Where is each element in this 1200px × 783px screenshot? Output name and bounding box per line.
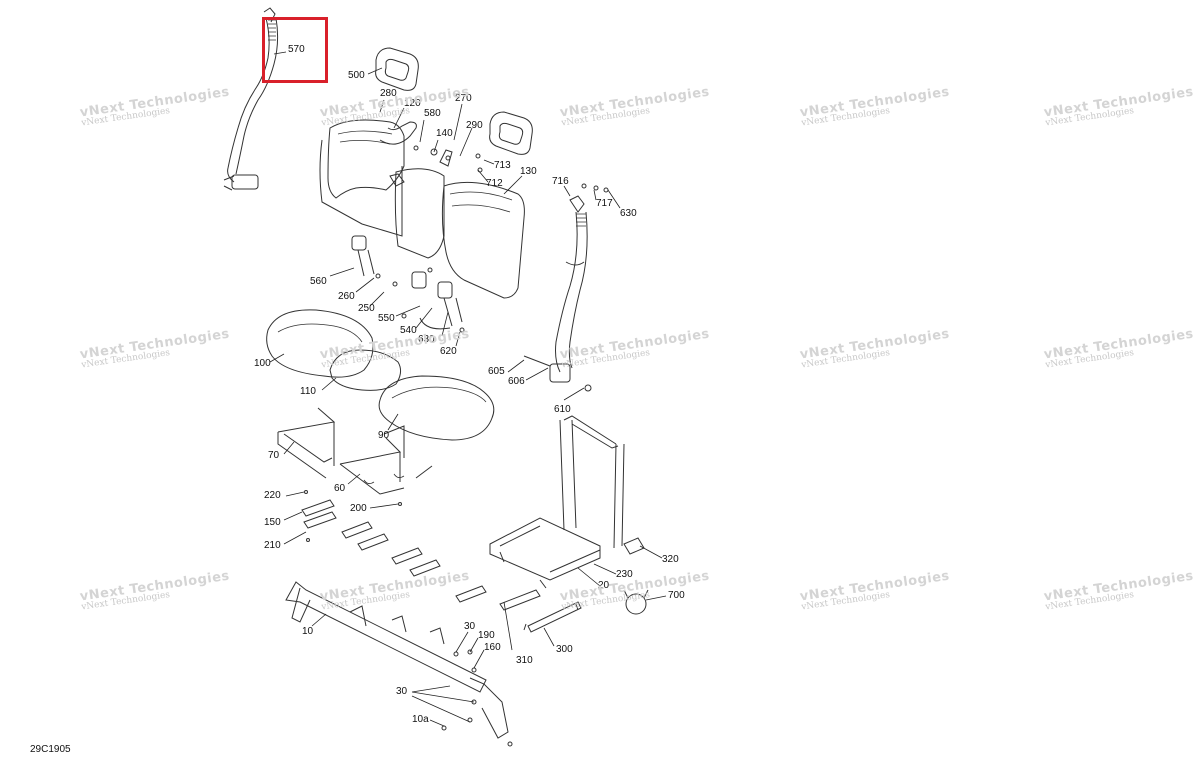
slide-rails [301, 490, 541, 611]
headrest-500 [375, 47, 419, 91]
part-label-p30b[interactable]: 30 [396, 686, 408, 697]
part-label-p580[interactable]: 580 [424, 108, 441, 119]
part-label-p700[interactable]: 700 [668, 590, 685, 601]
part-label-p610[interactable]: 610 [554, 404, 571, 415]
part-label-p310[interactable]: 310 [516, 655, 533, 666]
part-label-p606[interactable]: 606 [508, 376, 525, 387]
part-label-p550[interactable]: 550 [378, 313, 395, 324]
part-label-p140[interactable]: 140 [436, 128, 453, 139]
part-label-p160[interactable]: 160 [484, 642, 501, 653]
part-label-p10a[interactable]: 10a [412, 714, 429, 725]
part-label-p500[interactable]: 500 [348, 70, 365, 81]
part-label-p90[interactable]: 90 [378, 430, 390, 441]
part-label-p190[interactable]: 190 [478, 630, 495, 641]
seat-frames [277, 407, 433, 495]
part-label-p300[interactable]: 300 [556, 644, 573, 655]
part-label-p320[interactable]: 320 [662, 554, 679, 565]
headrest-713 [489, 111, 533, 155]
part-label-p270[interactable]: 270 [455, 93, 472, 104]
part-label-p570[interactable]: 570 [288, 44, 305, 55]
part-label-p712[interactable]: 712 [486, 178, 503, 189]
part-label-p200[interactable]: 200 [350, 503, 367, 514]
part-label-p30a[interactable]: 30 [464, 621, 476, 632]
part-label-p250[interactable]: 250 [358, 303, 375, 314]
buckles-hardware [351, 145, 483, 333]
part-label-p20[interactable]: 20 [598, 580, 610, 591]
part-label-p630a[interactable]: 630 [620, 208, 637, 219]
part-label-p110[interactable]: 110 [300, 386, 316, 397]
part-label-p605[interactable]: 605 [488, 366, 505, 377]
leader-lines [269, 51, 667, 727]
part-label-p620[interactable]: 620 [440, 346, 457, 357]
part-label-p260[interactable]: 260 [338, 291, 355, 302]
part-label-p540[interactable]: 540 [400, 325, 417, 336]
part-label-p70[interactable]: 70 [268, 450, 280, 461]
seat-belt-right [523, 183, 609, 392]
part-label-p220[interactable]: 220 [264, 490, 281, 501]
rear-frame [489, 415, 625, 589]
part-label-p150[interactable]: 150 [264, 517, 281, 528]
part-label-p717[interactable]: 717 [596, 198, 613, 209]
part-label-p210[interactable]: 210 [264, 540, 281, 551]
part-label-p713[interactable]: 713 [494, 160, 511, 171]
part-label-p280[interactable]: 280 [380, 88, 397, 99]
seat-backrest [319, 119, 525, 299]
seat-cushions [266, 309, 495, 441]
part-label-p230[interactable]: 230 [616, 569, 633, 580]
part-label-p716[interactable]: 716 [552, 176, 569, 187]
seat-belt-left [223, 7, 279, 191]
part-label-p60[interactable]: 60 [334, 483, 346, 494]
base-frame [285, 581, 513, 747]
reference-code: 29C1905 [30, 744, 71, 755]
part-label-p120[interactable]: 120 [404, 98, 421, 109]
part-label-p130[interactable]: 130 [520, 166, 537, 177]
part-label-p100[interactable]: 100 [254, 358, 271, 369]
part-label-p560[interactable]: 560 [310, 276, 327, 287]
highlight-box [262, 17, 328, 83]
part-label-p290[interactable]: 290 [466, 120, 483, 131]
part-label-p630b[interactable]: 630 [418, 334, 435, 345]
part-label-p10[interactable]: 10 [302, 626, 314, 637]
